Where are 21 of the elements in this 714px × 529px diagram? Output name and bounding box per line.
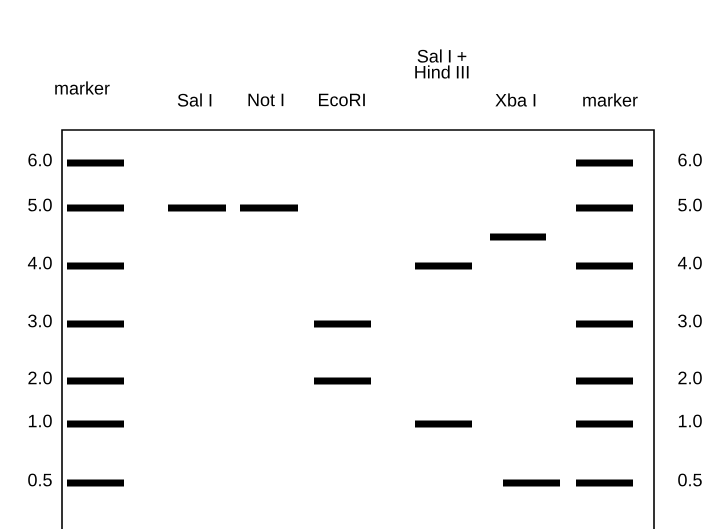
size-label: 6.0 [678, 154, 702, 166]
size-label: 4.0 [28, 256, 52, 270]
lane-label: Sal I [178, 93, 212, 107]
lane-label: marker [583, 93, 638, 107]
size-label: 0.5 [678, 474, 702, 486]
size-label: 2.0 [678, 372, 702, 384]
size-label: 1.0 [28, 414, 52, 428]
lane-label: marker [55, 81, 110, 95]
lane-label: Sal I + Hind III [415, 49, 469, 79]
size-label: 0.5 [28, 474, 52, 486]
lane-label: Not I [248, 94, 284, 106]
size-label: 6.0 [28, 154, 52, 166]
size-label: 3.0 [678, 314, 702, 328]
size-label: 1.0 [678, 414, 702, 428]
size-label: 3.0 [28, 314, 52, 328]
size-label: 5.0 [678, 198, 702, 212]
lane-label: EcoRI [318, 94, 365, 106]
size-label: 5.0 [28, 198, 52, 212]
size-label: 4.0 [678, 256, 702, 270]
lane-label: Xba I [495, 93, 536, 107]
size-label: 2.0 [28, 372, 52, 384]
